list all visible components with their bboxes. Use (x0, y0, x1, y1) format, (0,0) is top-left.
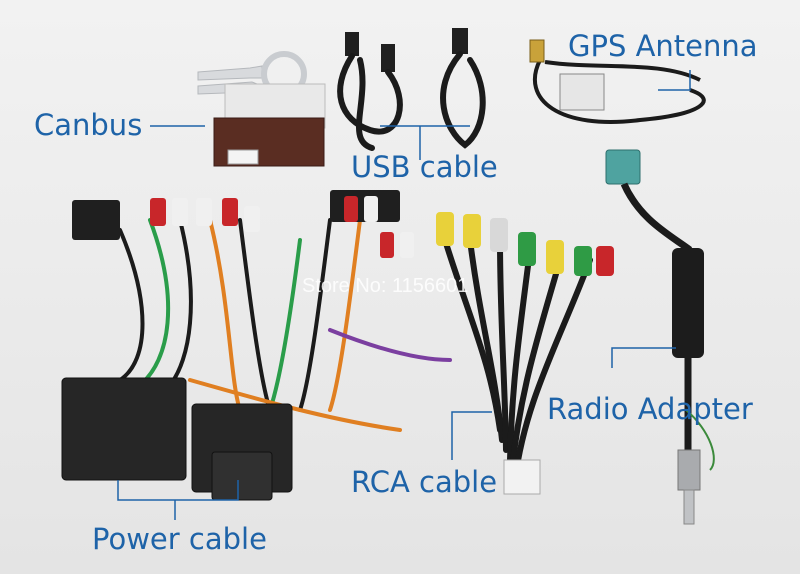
gps-antenna-label: GPS Antenna (568, 29, 758, 63)
gps-antenna (529, 39, 706, 124)
power-leader (117, 480, 239, 501)
radio-adapter-leader (611, 347, 676, 368)
rca-cable (436, 212, 614, 495)
rca-cable-label: RCA cable (351, 465, 498, 499)
power-cable-label: Power cable (92, 522, 267, 556)
usb-cable (337, 28, 486, 151)
store-watermark: Store No: 1156601 (302, 275, 469, 297)
rca-leader (451, 411, 492, 460)
leader-lines (117, 70, 691, 520)
radio-adapter-label: Radio Adapter (547, 392, 753, 426)
canbus-label: Canbus (34, 108, 143, 142)
power-cable-harness (61, 190, 452, 501)
canbus-module (197, 51, 326, 167)
radio-adapter (605, 149, 715, 525)
usb-cable-label: USB cable (351, 150, 498, 184)
